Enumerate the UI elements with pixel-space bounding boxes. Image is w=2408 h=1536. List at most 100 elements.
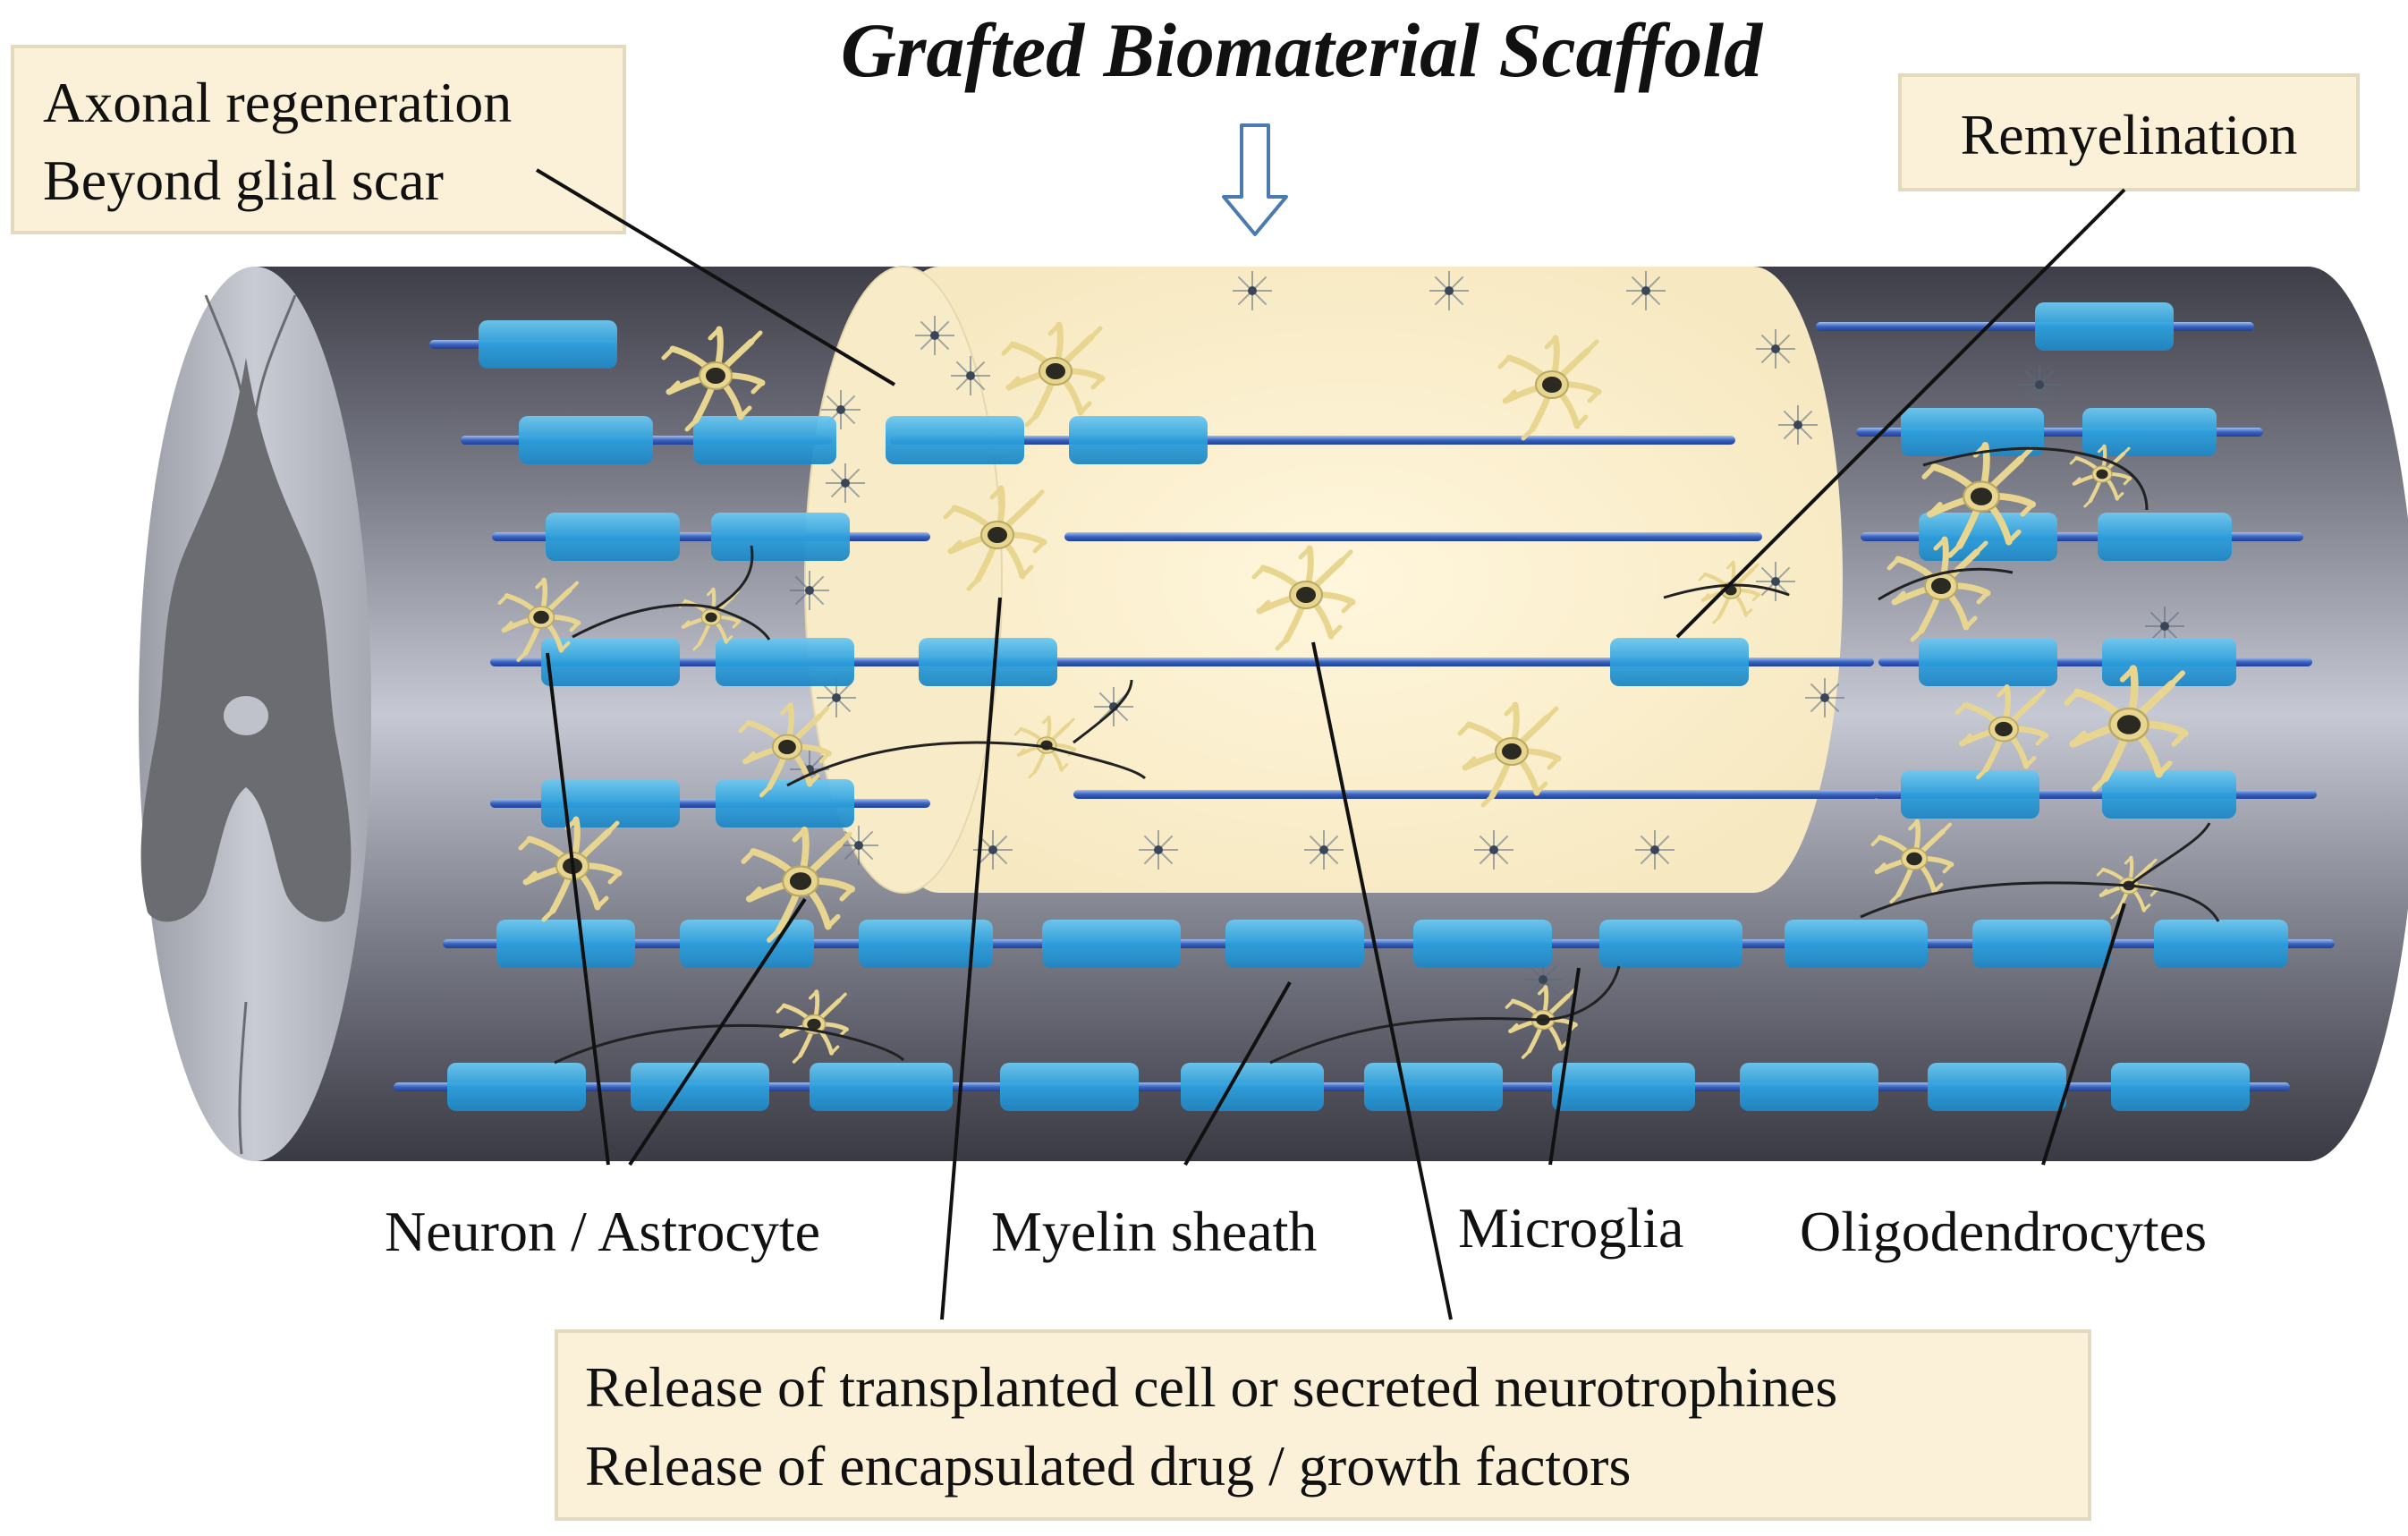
myelin-sheath-segment [496,920,635,968]
myelin-sheath-segment [1599,920,1742,968]
callout-text: Axonal regeneration [43,71,512,134]
myelin-sheath-segment [546,513,680,561]
callout-remyelination: Remyelination [1898,73,2360,191]
scaffold-particle [1805,678,1844,717]
myelin-sheath-segment [1928,1063,2066,1111]
myelin-sheath-segment [1069,416,1208,464]
myelin-sheath-segment [693,416,836,464]
glial-cell [661,326,766,432]
leader-lines [535,168,2126,1320]
scaffold-particle [1474,830,1513,870]
myelin-sheath-segment [711,513,850,561]
glial-cell [776,989,849,1064]
myelin-sheath-segment [810,1063,953,1111]
scaffold-particle [951,356,990,395]
myelin-sheath-segment [1919,513,2057,561]
glial-cell [1001,321,1106,428]
glial-cell [1457,701,1562,808]
myelin-sheath-segment [479,320,617,369]
callout-text: Beyond glial scar [43,149,444,212]
myelin-sheath-segment [1000,1063,1139,1111]
label-microglia: Microglia [1458,1196,1683,1260]
myelin-sheath-segment [1225,920,1364,968]
glial-cell [738,702,832,798]
glial-cell [1887,536,1991,642]
myelin-sheath-segment [2098,513,2232,561]
myelin-sheath-segment [886,416,1024,464]
myelin-sheath-segment [1785,920,1928,968]
scaffold-particle [821,390,861,429]
myelin-sheath-segment [859,920,993,968]
myelin-sheath-segment [1552,1063,1695,1111]
myelin-sheath-segment [716,638,854,686]
myelin-sheath-segment [1919,638,2057,686]
scaffold-particle [1304,830,1344,870]
myelin-sheath-segment [1364,1063,1503,1111]
callout-text: Remyelination [1961,103,2298,166]
scaffold-particle [1756,562,1795,601]
myelin-sheath-segment [1413,920,1552,968]
scaffold-particle [1626,271,1666,310]
myelin-sheath-segment [1972,920,2111,968]
myelin-sheath-segment [2082,408,2217,456]
myelin-sheath-segment [2154,920,2288,968]
myelin-sheath-segment [2111,1063,2250,1111]
callout-release: Release of transplanted cell or secreted… [555,1329,2091,1521]
scaffold-particle [1139,830,1178,870]
oligodendrocyte-processes [554,446,2220,1065]
myelin-sheath-segment [519,416,653,464]
label-myelin-sheath: Myelin sheath [991,1200,1317,1263]
callout-text: Release of transplanted cell or secreted… [585,1355,1837,1419]
diagram-title: Grafted Biomaterial Scaffold [841,7,1764,93]
scaffold-particle [915,316,954,355]
callout-text: Release of encapsulated drug / growth fa… [585,1434,1631,1498]
myelin-sheath-segment [1181,1063,1324,1111]
myelin-sheath-segment [1901,770,2039,819]
myelin-sheath-segment [716,779,854,827]
axon-fibers [394,302,2335,1111]
scaffold-particles [790,271,2184,999]
myelin-sheath-segment [631,1063,769,1111]
myelin-sheath-segment [2035,302,2174,351]
down-arrow-icon [1222,123,1288,236]
scaffold-particle [973,830,1013,870]
glial-cell [2064,665,2189,793]
spinal-cord-cross-section [139,267,371,1161]
glial-cell [497,577,581,663]
myelin-sheath-segment [1901,408,2044,456]
scaffold-particle [790,571,829,610]
myelin-sheath-segment [1042,920,1181,968]
gray-matter-butterfly [140,358,352,922]
glial-cell [1497,335,1602,441]
myelin-sheath-segment [541,779,680,827]
myelin-sheath-segment [680,920,814,968]
scaffold-particle [1233,271,1272,310]
myelin-sheath-segment [1610,638,1749,686]
glial-cell [1870,819,1954,904]
scaffold-particle [2020,365,2059,404]
scaffold-particle [1756,329,1795,369]
myelin-sheath-segment [1740,1063,1878,1111]
scaffold-particle [826,463,865,503]
glial-cell [1921,441,2037,558]
myelin-sheath-segment [919,638,1057,686]
myelin-sheath-segment [541,638,680,686]
scaffold-particle [839,826,878,865]
myelin-sheath-segment [447,1063,586,1111]
glial-cell [2069,444,2132,508]
glial-cell [1954,684,2048,780]
callout-axonal-regeneration: Axonal regeneration Beyond glial scar [11,45,626,234]
glial-cells [497,321,2189,1064]
label-neuron-astrocyte: Neuron / Astrocyte [385,1200,820,1263]
myelin-sheath-segment [2102,770,2236,819]
axon [1064,532,1762,541]
axon [1073,790,1878,799]
glial-cell [1251,545,1356,651]
label-oligodendrocytes: Oligodendrocytes [1800,1200,2207,1263]
scaffold-particle [1429,271,1469,310]
scaffold-particle [1635,830,1675,870]
scaffold-particle [1778,405,1818,445]
glial-cell [741,826,856,943]
glial-cell [943,485,1047,591]
